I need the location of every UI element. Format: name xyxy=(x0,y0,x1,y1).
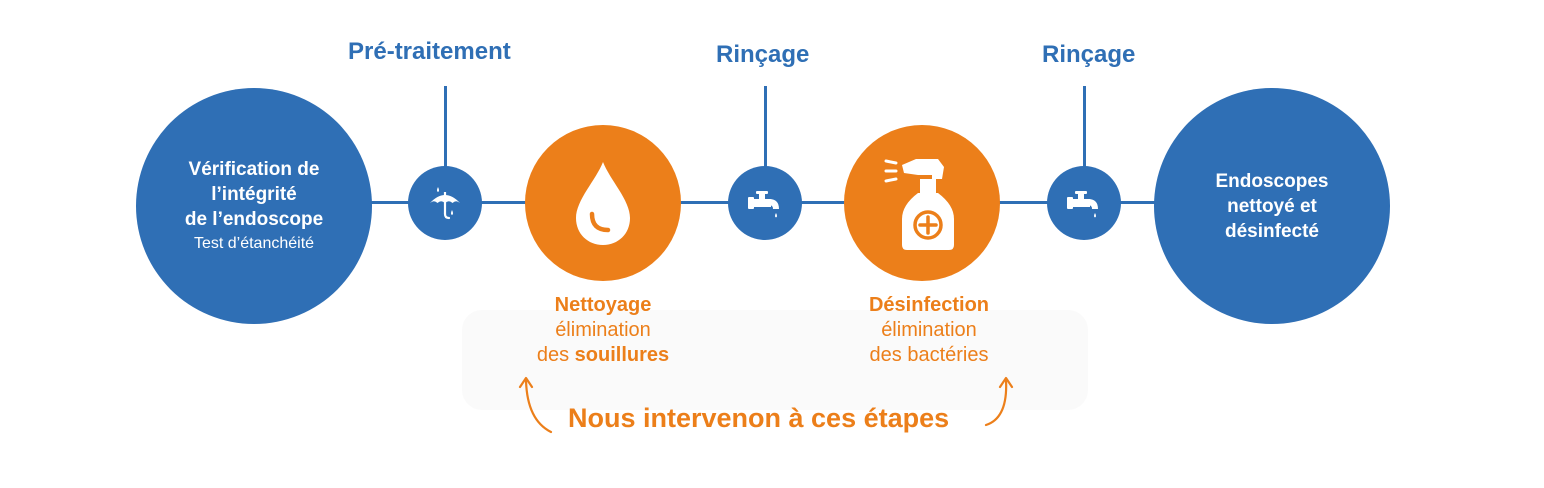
intervention-caption: Nous intervenon à ces étapes xyxy=(568,403,950,433)
nettoyage-line-3-prefix: des xyxy=(536,344,575,366)
desinfection-node xyxy=(844,125,1000,281)
start-line-3: de l’endoscope xyxy=(184,208,324,230)
desinfection-line-3: des bactéries xyxy=(869,344,989,366)
nettoyage-label: Nettoyage élimination des souillures xyxy=(523,293,683,368)
spray-bottle-icon xyxy=(882,153,962,253)
right-curved-arrow-icon xyxy=(984,376,1014,427)
highlight-background xyxy=(462,310,1088,410)
water-drop-icon xyxy=(568,158,638,248)
desinfection-title: Désinfection xyxy=(868,294,990,316)
end-line-1: Endoscopes xyxy=(1215,170,1329,192)
start-line-2: l’intégrité xyxy=(211,183,297,205)
nettoyage-line-3-bold: souillures xyxy=(574,344,670,366)
rincage1-node xyxy=(728,166,802,240)
nettoyage-title: Nettoyage xyxy=(554,294,652,316)
desinfection-label: Désinfection élimination des bactéries xyxy=(847,293,1011,368)
step-title-pretraitement: Pré-traitement xyxy=(348,38,511,65)
nettoyage-line-2: élimination xyxy=(555,319,651,341)
left-curved-arrow-icon xyxy=(518,376,553,434)
rincage2-connector xyxy=(1083,86,1086,168)
desinfection-line-2: élimination xyxy=(881,319,977,341)
umbrella-rain-icon xyxy=(425,183,465,223)
step-title-rincage-1: Rinçage xyxy=(716,41,810,68)
faucet-icon xyxy=(1064,183,1104,223)
rincage1-connector xyxy=(764,86,767,168)
end-line-2: nettoyé et xyxy=(1227,195,1317,217)
start-subtitle: Test d’étanchéité xyxy=(193,234,315,252)
end-line-3: désinfecté xyxy=(1225,220,1319,242)
pretraitement-connector xyxy=(444,86,447,168)
end-circle: Endoscopes nettoyé et désinfecté xyxy=(1154,88,1390,324)
pretraitement-node xyxy=(408,166,482,240)
faucet-icon xyxy=(745,183,785,223)
nettoyage-node xyxy=(525,125,681,281)
step-title-rincage-2: Rinçage xyxy=(1042,41,1136,68)
rincage2-node xyxy=(1047,166,1121,240)
start-line-1: Vérification de xyxy=(188,158,320,180)
start-circle: Vérification de l’intégrité de l’endosco… xyxy=(136,88,372,324)
